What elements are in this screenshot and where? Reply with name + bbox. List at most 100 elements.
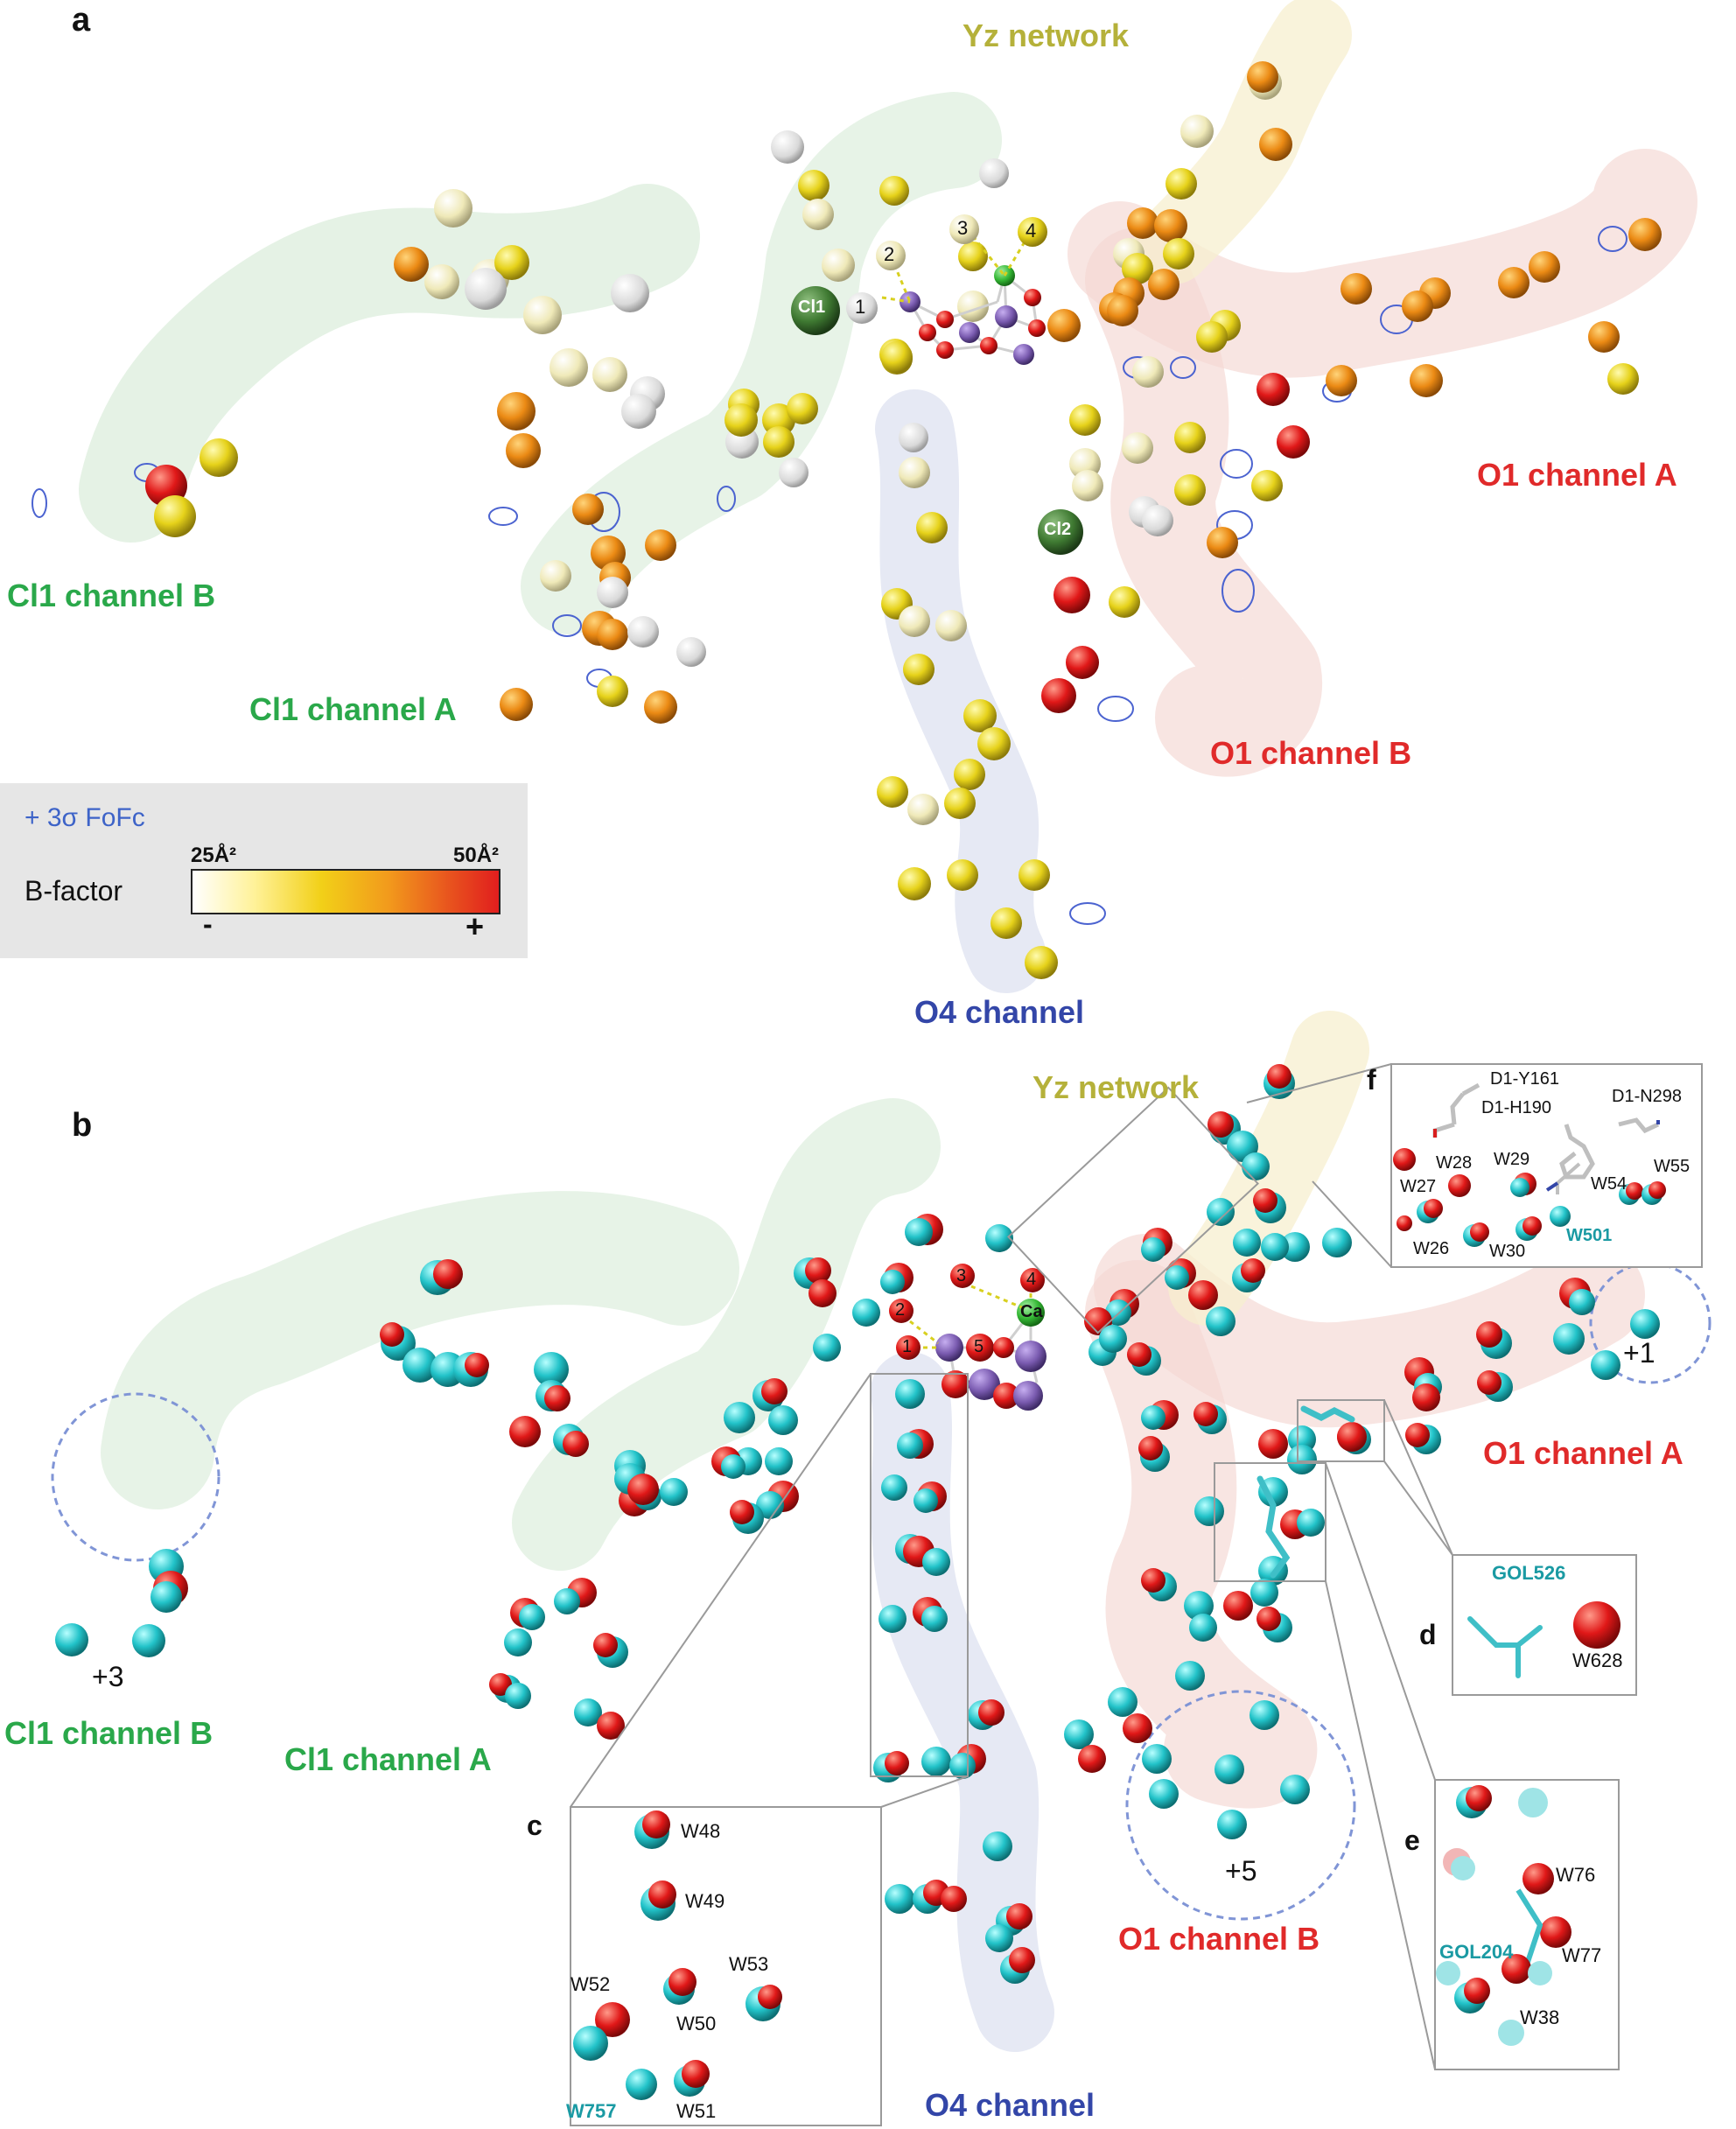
o1-channel-b-surface: [1085, 228, 1322, 777]
water: [879, 176, 909, 206]
ligand-1-label-b: 1: [902, 1337, 913, 1356]
water: [881, 341, 913, 373]
water: [724, 403, 758, 437]
water: [822, 249, 855, 282]
yz-network-label-b: Yz network: [1032, 1069, 1200, 1105]
water: [597, 619, 628, 650]
bfactor-low-label: 25Å²: [191, 844, 237, 867]
cl1-channel-a-label-b: Cl1 channel A: [284, 1741, 492, 1777]
fofc-blob: [32, 488, 47, 518]
water: [899, 606, 930, 637]
ligand-3-label-b: 3: [956, 1266, 967, 1285]
water: [611, 274, 649, 312]
inset-f-w54: W54: [1591, 1174, 1628, 1194]
water: [1132, 356, 1164, 388]
waters-a: [145, 61, 1662, 979]
inset-f-w501: W501: [1566, 1226, 1613, 1245]
water: [944, 788, 976, 819]
water: [1072, 470, 1103, 501]
panel-label-d: d: [1419, 1619, 1437, 1650]
inset-f-n298: D1-N298: [1612, 1087, 1683, 1106]
fofc-blob: [552, 614, 582, 637]
o1-channel-a-label-a: O1 channel A: [1477, 457, 1677, 493]
water: [540, 560, 571, 592]
water: [1041, 678, 1076, 713]
water: [899, 423, 928, 452]
h-bond-dashes-b: [909, 1285, 1032, 1349]
water: [506, 433, 541, 468]
inset-e-source-box: [1214, 1462, 1326, 1582]
panel-label-a: a: [72, 2, 91, 39]
inset-f-frame: [1390, 1063, 1703, 1268]
water: [787, 393, 818, 424]
water: [1142, 505, 1173, 536]
ca-atom-label: Ca: [1020, 1302, 1043, 1321]
o4-channel-label-b: O4 channel: [925, 2087, 1096, 2123]
legend-bfactor-label: B-factor: [24, 875, 123, 907]
water: [1163, 238, 1194, 270]
inset-e-gol204: GOL204: [1439, 1941, 1514, 1963]
water: [465, 268, 507, 310]
water: [903, 654, 934, 685]
inset-f-w29: W29: [1494, 1150, 1530, 1169]
cl2-atom-label: Cl2: [1044, 520, 1072, 539]
water: [1066, 646, 1099, 679]
fofc-blob: [1222, 569, 1255, 613]
cl1b-extra-count: +3: [92, 1661, 124, 1692]
inset-f-source-box: [1007, 1086, 1259, 1334]
o1-channel-a-surface-b: [1094, 1234, 1645, 1428]
inset-c-waters: [573, 1810, 782, 2100]
inset-c-w757: W757: [566, 2100, 617, 2122]
water: [1402, 291, 1433, 322]
water: [1196, 321, 1228, 353]
water: [434, 189, 472, 228]
cl1b-extra-circle: [51, 1392, 220, 1562]
cl1-channel-b-surface-b: [101, 1191, 739, 1509]
inset-d-source-box: [1297, 1399, 1385, 1462]
water: [1025, 946, 1058, 979]
water: [990, 907, 1022, 939]
inset-f-h190: D1-H190: [1481, 1098, 1552, 1117]
bfactor-plus-sign: +: [466, 908, 485, 944]
water: [947, 859, 978, 891]
inset-c-w48: W48: [681, 1820, 721, 1842]
water: [676, 637, 706, 667]
water: [935, 610, 967, 641]
water: [1148, 269, 1180, 300]
water: [1054, 577, 1090, 613]
water: [1122, 253, 1153, 284]
o1a-extra-count: +1: [1623, 1337, 1656, 1369]
inset-f-w28: W28: [1436, 1153, 1473, 1173]
ligand-4-label-b: 4: [1026, 1270, 1037, 1289]
water: [592, 357, 627, 392]
water: [907, 794, 939, 825]
inset-f-w26: W26: [1413, 1239, 1450, 1258]
water: [1154, 209, 1187, 242]
water: [771, 130, 804, 164]
o1-channel-b-label-a: O1 channel B: [1210, 735, 1412, 771]
yz-network-label-a: Yz network: [962, 18, 1130, 53]
inset-e-frame: [1434, 1779, 1620, 2070]
ligand-2-label-b: 2: [895, 1300, 906, 1320]
water: [1174, 422, 1206, 453]
water: [779, 458, 808, 487]
inset-f-w27: W27: [1400, 1177, 1437, 1196]
water: [597, 676, 628, 707]
water: [1588, 321, 1620, 353]
cl1-channel-b-surface: [79, 184, 700, 543]
water: [898, 867, 931, 900]
water: [1207, 527, 1238, 558]
water: [802, 199, 834, 230]
water: [1247, 61, 1278, 93]
water: [1277, 425, 1310, 459]
o1b-extra-count: +5: [1225, 1855, 1257, 1887]
water: [523, 296, 562, 334]
water: [572, 494, 604, 525]
h-bond-dashes-a: [881, 234, 1031, 304]
water: [1122, 432, 1153, 464]
water: [1410, 364, 1443, 397]
water: [597, 577, 628, 608]
w2-ligand: [876, 241, 906, 270]
w1-ligand: [846, 292, 878, 324]
